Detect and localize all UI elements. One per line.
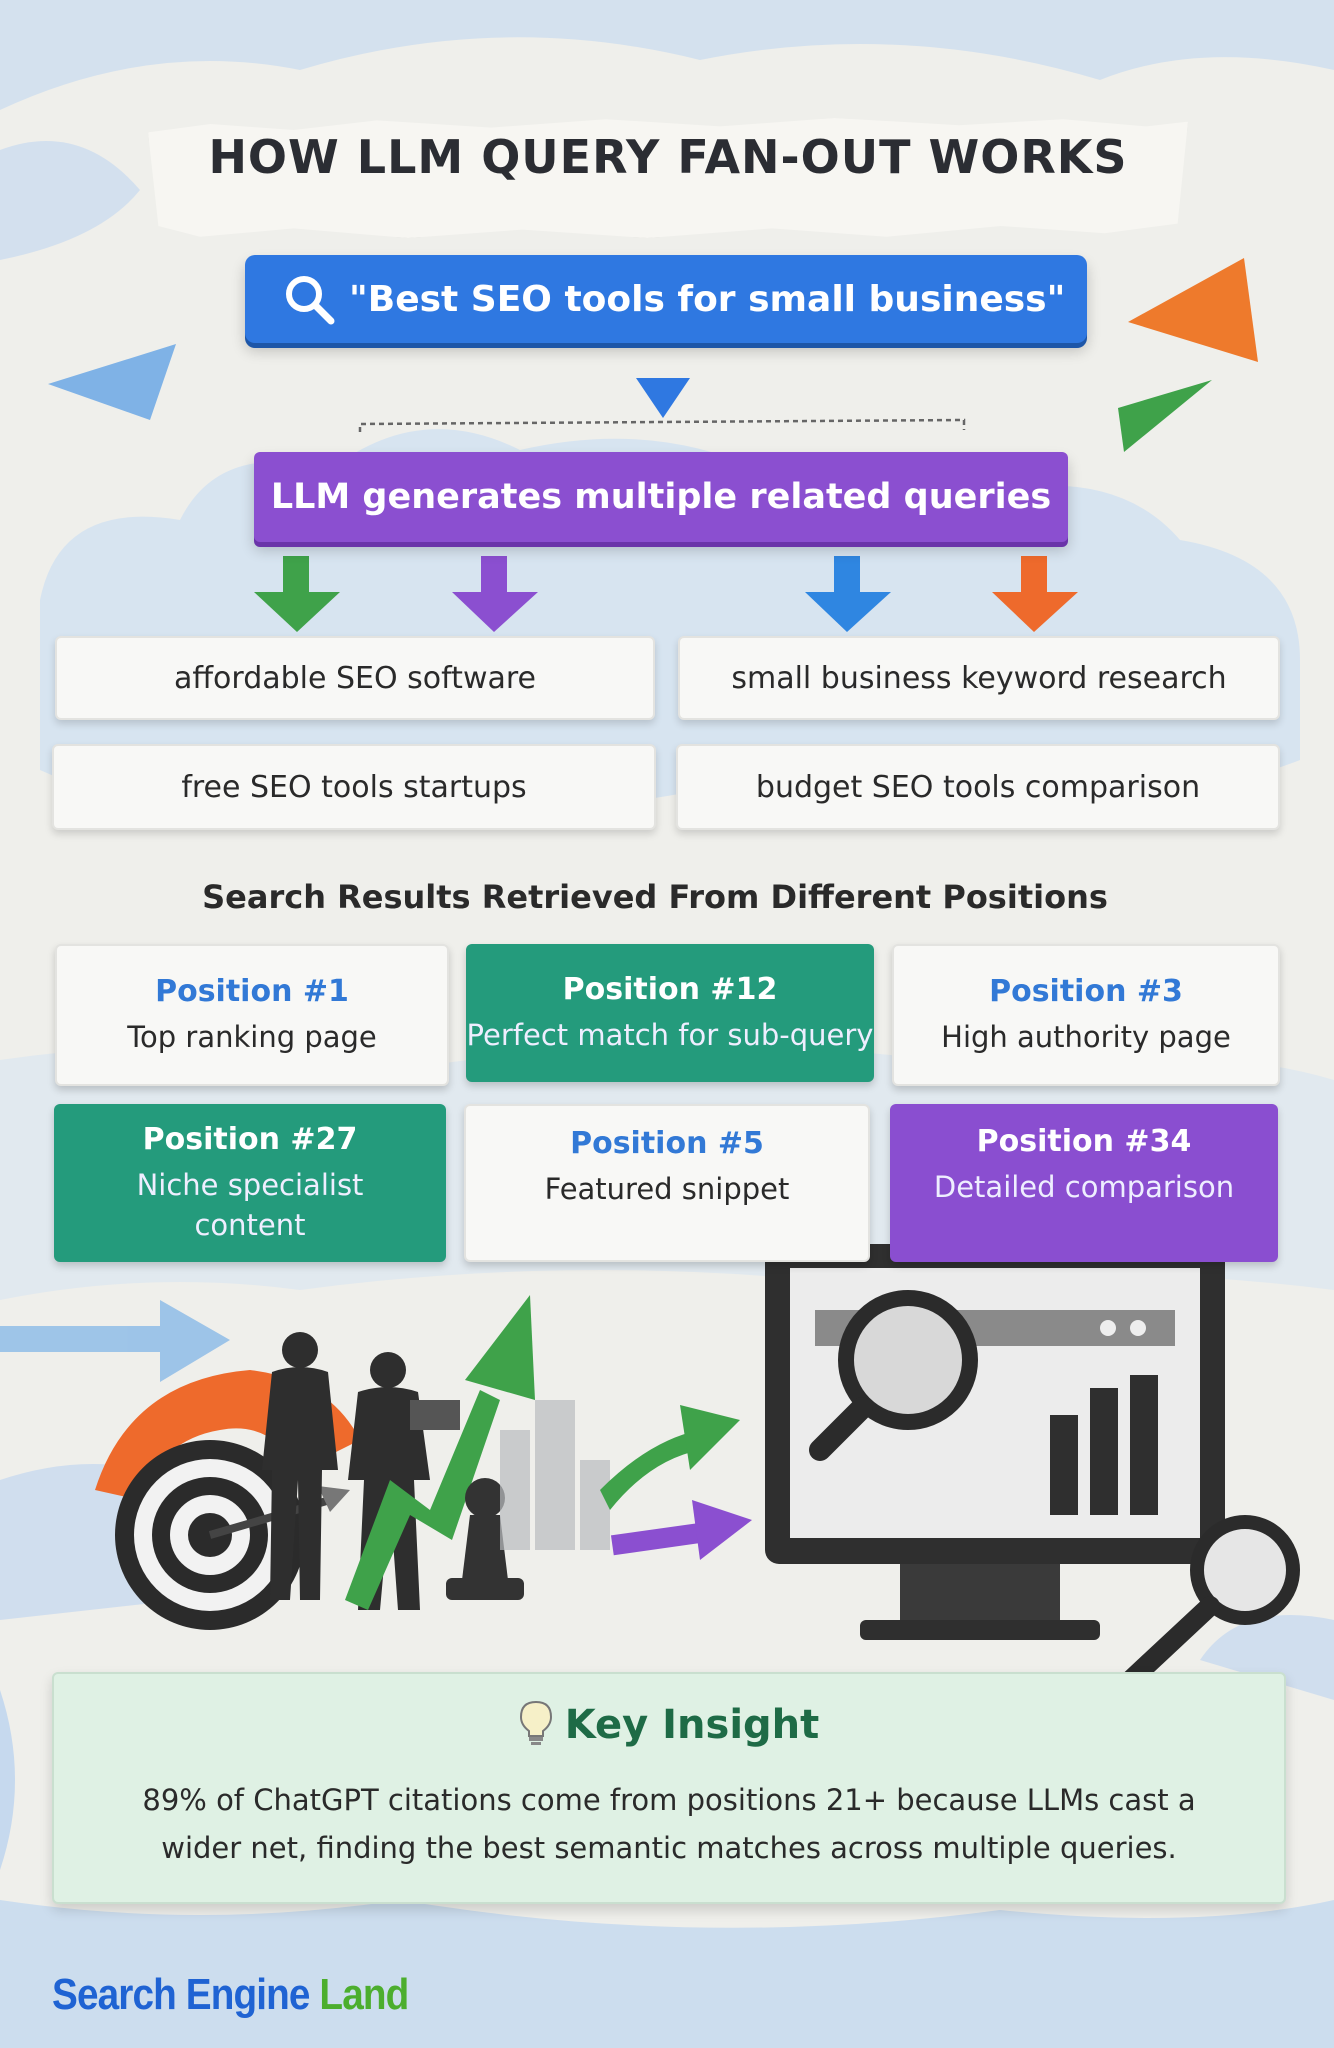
arrow-illustration <box>0 1300 230 1382</box>
key-insight-box: Key Insight 89% of ChatGPT citations com… <box>52 1672 1286 1904</box>
down-arrow-icon <box>636 378 690 418</box>
pawn-illustration <box>446 1478 524 1600</box>
search-query-text: "Best SEO tools for small business" <box>349 278 1066 320</box>
position-description: Top ranking page <box>127 1019 377 1054</box>
position-title: Position #1 <box>155 973 349 1009</box>
magnifier-icon <box>809 1290 978 1461</box>
position-title: Position #34 <box>976 1124 1192 1159</box>
related-query-box: free SEO tools startups <box>52 744 656 830</box>
position-description: Detailed comparison <box>933 1170 1235 1204</box>
position-description: Featured snippet <box>544 1172 790 1206</box>
position-card: Position #34 Detailed comparison <box>890 1104 1278 1262</box>
position-card: Position #5 Featured snippet <box>464 1104 870 1262</box>
position-title: Position #27 <box>142 1121 358 1157</box>
results-heading: Search Results Retrieved From Different … <box>202 878 1108 916</box>
position-title: Position #3 <box>989 973 1183 1009</box>
related-query-box: budget SEO tools comparison <box>676 744 1280 830</box>
position-title: Position #5 <box>570 1126 764 1161</box>
city-illustration <box>500 1400 610 1550</box>
position-description: High authority page <box>941 1019 1231 1054</box>
brand-logo: Search Engine Land <box>52 1970 409 2020</box>
arrow-illustration <box>600 1405 752 1560</box>
position-card: Position #12 Perfect match for sub-query <box>466 944 874 1082</box>
search-query-bar: "Best SEO tools for small business" <box>245 255 1087 343</box>
down-arrow-icon <box>452 556 538 632</box>
position-description: Niche specialist content <box>136 1167 364 1242</box>
position-card: Position #3 High authority page <box>892 944 1280 1086</box>
position-card: Position #27 Niche specialist content <box>54 1104 446 1262</box>
position-card: Position #1 Top ranking page <box>55 944 449 1086</box>
logo-text-part1: Search Engine <box>52 1970 320 2019</box>
lightbulb-icon <box>519 1700 552 1745</box>
logo-text-part2: Land <box>319 1970 409 2019</box>
down-arrow-icon <box>992 556 1078 632</box>
related-query-box: small business keyword research <box>678 636 1280 720</box>
search-icon <box>286 276 335 325</box>
title-banner <box>148 118 1188 238</box>
key-insight-title: Key Insight <box>564 1702 820 1748</box>
key-insight-text: 89% of ChatGPT citations come from posit… <box>142 1783 1196 1865</box>
page-title: HOW LLM QUERY FAN-OUT WORKS <box>208 130 1128 184</box>
position-title: Position #12 <box>562 971 778 1007</box>
growth-arrow-illustration <box>345 1295 535 1610</box>
position-description: Perfect match for sub-query <box>466 1017 874 1052</box>
related-query-box: affordable SEO software <box>55 636 655 720</box>
green-triangle-decor <box>1118 380 1212 452</box>
blue-triangle-decor <box>48 344 176 420</box>
down-arrow-icon <box>254 556 340 632</box>
orange-triangle-decor <box>1128 258 1258 362</box>
down-arrow-icon <box>805 556 891 632</box>
llm-step-bar: LLM generates multiple related queries <box>254 452 1068 542</box>
